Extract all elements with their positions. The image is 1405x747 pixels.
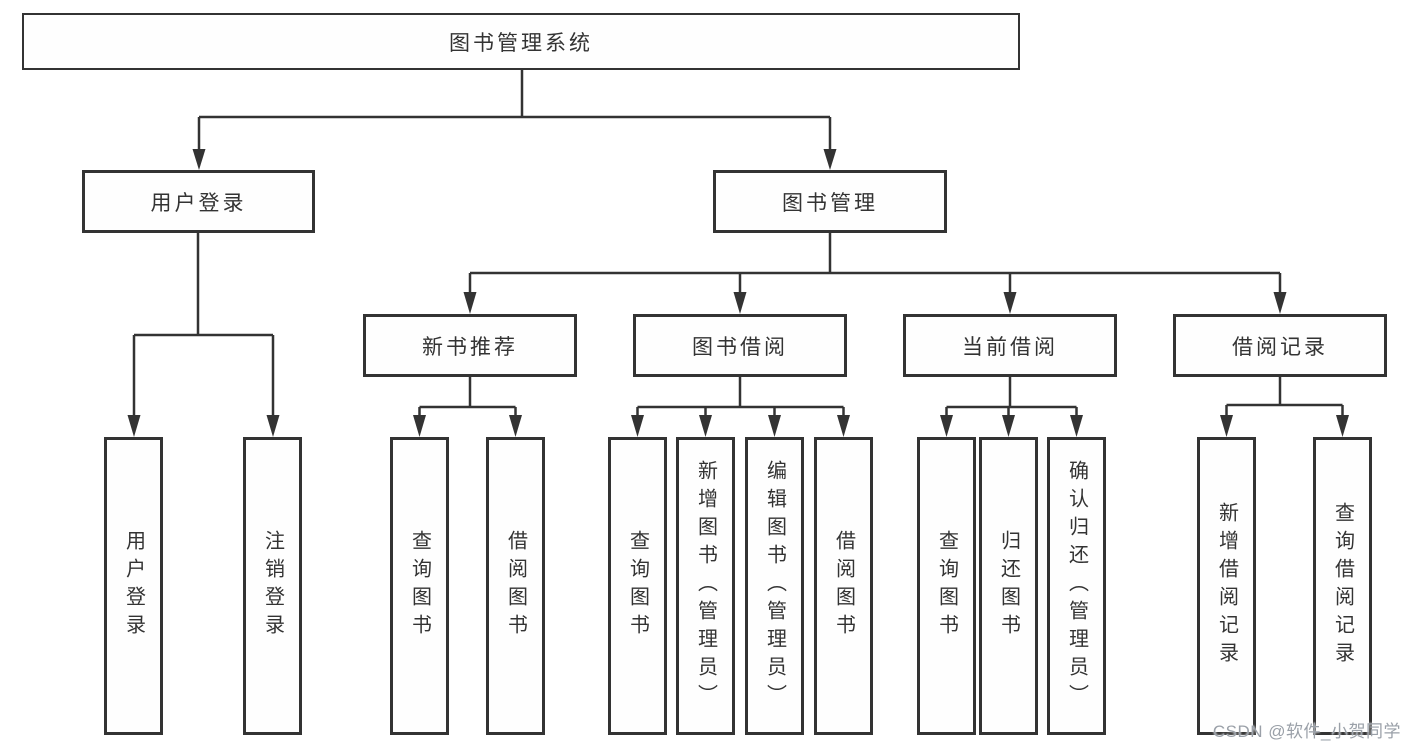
leaf-label: 编辑图书（管理员） <box>763 460 786 712</box>
watermark: CSDN @软件_小贺同学 <box>1212 722 1401 741</box>
connector-new-book-recommendation-children <box>413 377 522 437</box>
leaf-label: 查询图书 <box>626 530 649 642</box>
node-book-borrowing: 图书借阅 <box>633 314 847 377</box>
leaf-borrow-books-recommendation: 借阅图书 <box>486 437 545 735</box>
leaf-add-book-admin: 新增图书（管理员） <box>676 437 735 735</box>
leaf-label: 新增图书（管理员） <box>694 460 717 712</box>
node-label: 图书借阅 <box>692 335 788 359</box>
leaf-confirm-return-admin: 确认归还（管理员） <box>1047 437 1106 735</box>
leaf-label: 注销登录 <box>261 530 284 642</box>
node-borrowing-records: 借阅记录 <box>1173 314 1387 377</box>
leaf-query-books-current: 查询图书 <box>917 437 976 735</box>
node-library-management-system: 图书管理系统 <box>22 13 1020 70</box>
leaf-label: 归还图书 <box>997 530 1020 642</box>
connector-book-borrowing-children <box>631 377 850 437</box>
connector-book-management-children <box>463 233 1287 314</box>
leaf-label: 确认归还（管理员） <box>1065 460 1088 712</box>
leaf-user-login: 用户登录 <box>104 437 163 735</box>
connector-current-borrowing-children <box>940 377 1083 437</box>
node-label: 新书推荐 <box>422 335 518 359</box>
connector-root-to-level1 <box>192 70 837 170</box>
leaf-label: 用户登录 <box>122 530 145 642</box>
connector-user-login-children <box>127 233 280 437</box>
leaf-return-books: 归还图书 <box>979 437 1038 735</box>
leaf-borrow-books: 借阅图书 <box>814 437 873 735</box>
leaf-label: 查询图书 <box>408 530 431 642</box>
leaf-edit-book-admin: 编辑图书（管理员） <box>745 437 804 735</box>
leaf-label: 借阅图书 <box>504 530 527 642</box>
leaf-label: 借阅图书 <box>832 530 855 642</box>
leaf-query-books-recommendation: 查询图书 <box>390 437 449 735</box>
leaf-logout: 注销登录 <box>243 437 302 735</box>
node-label: 借阅记录 <box>1232 335 1328 359</box>
connector-borrowing-records-children <box>1220 377 1349 437</box>
node-label: 图书管理系统 <box>449 31 593 55</box>
node-current-borrowing: 当前借阅 <box>903 314 1117 377</box>
node-book-management: 图书管理 <box>713 170 947 233</box>
leaf-add-borrow-record: 新增借阅记录 <box>1197 437 1256 735</box>
node-label: 图书管理 <box>782 191 878 215</box>
node-label: 当前借阅 <box>962 335 1058 359</box>
node-user-login: 用户登录 <box>82 170 315 233</box>
leaf-query-borrow-record: 查询借阅记录 <box>1313 437 1372 735</box>
node-new-book-recommendation: 新书推荐 <box>363 314 577 377</box>
leaf-label: 查询图书 <box>935 530 958 642</box>
leaf-label: 查询借阅记录 <box>1331 502 1354 670</box>
leaf-label: 新增借阅记录 <box>1215 502 1238 670</box>
node-label: 用户登录 <box>150 191 247 215</box>
leaf-query-books-borrowing: 查询图书 <box>608 437 667 735</box>
